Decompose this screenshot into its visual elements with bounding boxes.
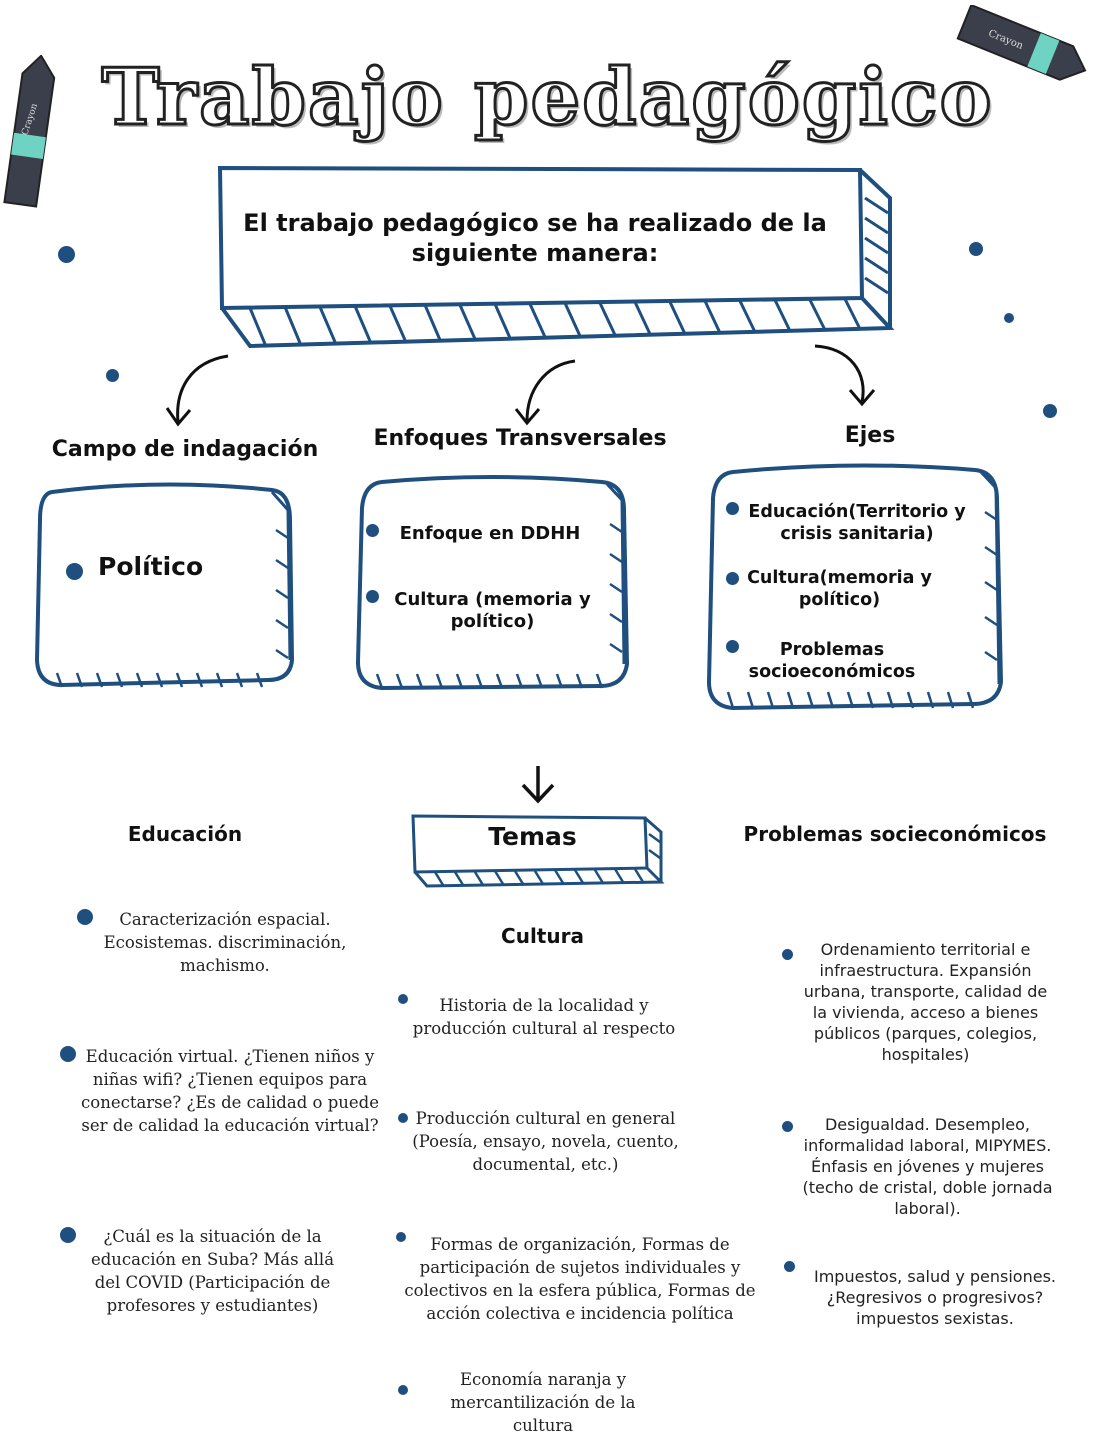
- ejes-item-cultura: Cultura(memoria y político): [747, 568, 932, 610]
- heading-campo: Campo de indagación: [51, 437, 319, 462]
- ejes-item-problemas: Problemas socioeconómicos: [748, 640, 916, 682]
- enfoques-box: [355, 475, 630, 691]
- page-title: Trabajo pedagógico: [100, 51, 994, 145]
- campo-box: [34, 482, 295, 688]
- cultura-item-4: Economía naranja y mercantilización de l…: [450, 1370, 636, 1435]
- cultura-item-3: Formas de organización, Formas de partic…: [404, 1235, 756, 1323]
- bullet-dot: [398, 994, 408, 1004]
- bullet-dot: [726, 640, 739, 653]
- decor-dot: [106, 369, 119, 382]
- heading-enfoques: Enfoques Transversales: [373, 426, 667, 451]
- bullet-dot: [398, 1385, 408, 1395]
- educacion-item-3: ¿Cuál es la situación de la educación en…: [90, 1227, 335, 1315]
- temas-box: [411, 814, 665, 888]
- bullet-dot: [726, 502, 739, 515]
- decor-dot: [1004, 313, 1014, 323]
- bullet-dot: [66, 563, 83, 580]
- problemas-item-2: Desigualdad. Desempleo, informalidad lab…: [802, 1115, 1053, 1218]
- decor-dot: [969, 242, 983, 256]
- bullet-dot: [398, 1113, 408, 1123]
- arrow-center-icon: [514, 359, 576, 426]
- decor-dot: [58, 246, 75, 263]
- heading-ejes: Ejes: [844, 423, 896, 448]
- intro-box: [217, 165, 895, 349]
- bullet-dot: [784, 1261, 795, 1272]
- educacion-item-1: Caracterización espacial. Ecosistemas. d…: [103, 910, 347, 975]
- cultura-item-2: Producción cultural en general (Poesía, …: [412, 1109, 679, 1174]
- cultura-item-1: Historia de la localidad y producción cu…: [412, 996, 676, 1038]
- bullet-dot: [60, 1227, 76, 1243]
- problemas-item-3: Impuestos, salud y pensiones. ¿Regresivo…: [814, 1267, 1056, 1328]
- bullet-dot: [396, 1232, 406, 1242]
- arrow-right-icon: [814, 344, 876, 407]
- arrow-left-icon: [165, 354, 229, 427]
- bullet-dot: [782, 949, 793, 960]
- bullet-dot: [726, 572, 739, 585]
- bullet-dot: [60, 1046, 76, 1062]
- heading-cultura: Cultura: [501, 924, 584, 948]
- crayon-right-icon: Crayon: [956, 5, 1087, 81]
- ejes-item-educacion: Educación(Territorio y crisis sanitaria): [748, 502, 966, 544]
- arrow-down-icon: [521, 766, 555, 804]
- bullet-dot: [366, 590, 379, 603]
- bullet-dot: [77, 909, 93, 925]
- crayon-left-icon: Crayon: [3, 55, 56, 208]
- enfoques-item-cultura: Cultura (memoria y político): [394, 589, 591, 632]
- intro-text: El trabajo pedagógico se ha realizado de…: [243, 209, 827, 267]
- problemas-item-1: Ordenamiento territorial e infraestructu…: [803, 940, 1048, 1064]
- temas-label: Temas: [488, 822, 577, 851]
- bullet-dot: [366, 524, 379, 537]
- educacion-item-2: Educación virtual. ¿Tienen niños y niñas…: [81, 1047, 379, 1135]
- ejes-box: [706, 463, 1004, 711]
- heading-educacion: Educación: [127, 822, 243, 846]
- enfoques-item-ddhh: Enfoque en DDHH: [399, 523, 581, 544]
- campo-item-politico: Político: [98, 552, 204, 581]
- bullet-dot: [782, 1121, 793, 1132]
- decor-dot: [1043, 404, 1057, 418]
- heading-problemas: Problemas socieconómicos: [743, 822, 1047, 846]
